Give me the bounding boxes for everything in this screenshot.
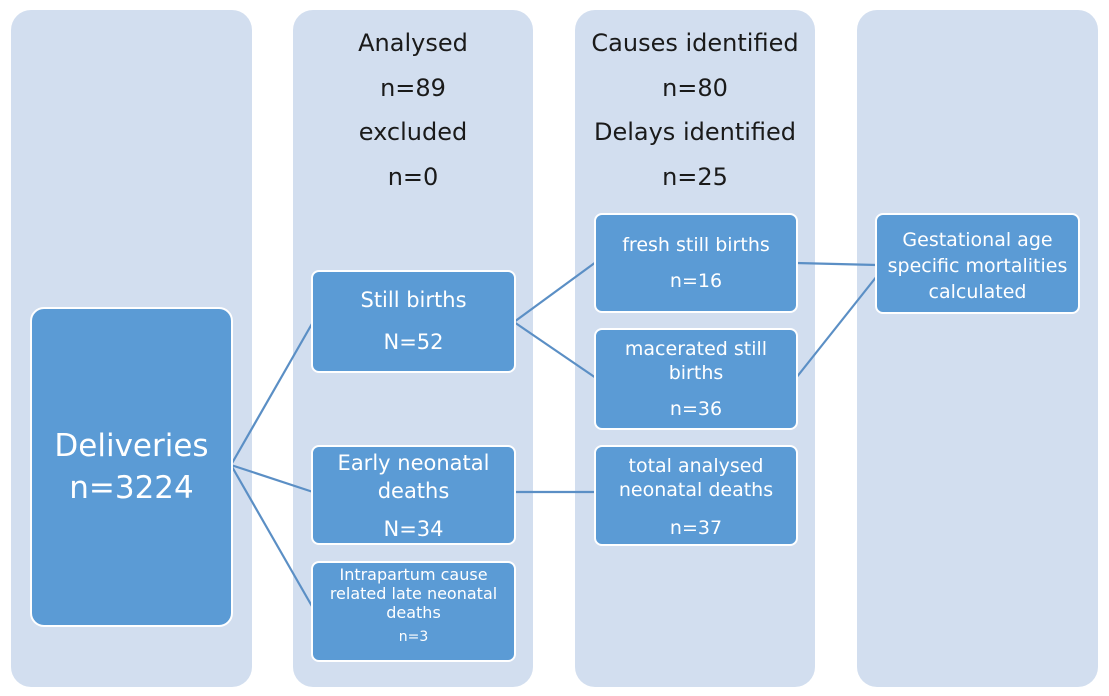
connector-fresh-gestational xyxy=(795,261,878,267)
total-neonatal-label-1: total analysed xyxy=(628,455,764,477)
delays-title: Delays identified xyxy=(593,118,797,146)
macerated-label-1: macerated still xyxy=(624,338,768,360)
analysed-count: n=89 xyxy=(380,73,446,102)
gestational-label-2: specific mortalities xyxy=(887,255,1068,277)
total-neonatal-count: n=37 xyxy=(669,517,723,539)
macerated-count: n=36 xyxy=(669,398,723,420)
deliveries-count: n=3224 xyxy=(69,470,194,506)
delays-count: n=25 xyxy=(662,162,728,191)
fresh-still-births-box: fresh still births n=16 xyxy=(594,213,798,313)
connector-macerated-gestational xyxy=(795,275,878,379)
connector-stillbirths-macerated xyxy=(513,321,597,379)
intrapartum-label-3: deaths xyxy=(386,603,441,622)
still-births-box: Still births N=52 xyxy=(311,270,516,373)
excluded-count: n=0 xyxy=(387,162,439,191)
column-mortalities xyxy=(857,10,1098,687)
deliveries-label: Deliveries xyxy=(54,428,209,464)
intrapartum-label-2: related late neonatal xyxy=(329,584,498,603)
excluded-title: excluded xyxy=(358,118,468,146)
still-births-label: Still births xyxy=(360,288,467,312)
gestational-box: Gestational age specific mortalities cal… xyxy=(875,213,1080,314)
intrapartum-box: Intrapartum cause related late neonatal … xyxy=(311,561,516,662)
early-neonatal-label-1: Early neonatal xyxy=(337,451,490,475)
fresh-still-births-label: fresh still births xyxy=(622,234,770,256)
early-neonatal-box: Early neonatal deaths N=34 xyxy=(311,445,516,545)
intrapartum-label-1: Intrapartum cause xyxy=(339,565,488,584)
macerated-label-2: births xyxy=(668,362,724,384)
gestational-label-1: Gestational age xyxy=(902,229,1053,251)
analysed-title: Analysed xyxy=(358,29,468,57)
connector-stillbirths-fresh xyxy=(513,261,597,323)
deliveries-box: Deliveries n=3224 xyxy=(30,307,233,627)
connector-deliveries-stillbirths xyxy=(230,321,314,466)
intrapartum-count: n=3 xyxy=(398,629,429,645)
fresh-still-births-count: n=16 xyxy=(669,270,723,292)
early-neonatal-count: N=34 xyxy=(383,517,444,541)
macerated-still-births-box: macerated still births n=36 xyxy=(594,328,798,430)
early-neonatal-label-2: deaths xyxy=(377,479,450,503)
connector-deliveries-intrapartum xyxy=(230,464,314,609)
causes-title: Causes identified xyxy=(591,29,799,57)
connector-deliveries-early-neonatal xyxy=(230,463,314,494)
total-neonatal-label-2: neonatal deaths xyxy=(618,479,774,501)
total-neonatal-box: total analysed neonatal deaths n=37 xyxy=(594,445,798,546)
still-births-count: N=52 xyxy=(383,330,444,354)
causes-count: n=80 xyxy=(662,73,728,102)
gestational-label-3: calculated xyxy=(928,281,1027,303)
